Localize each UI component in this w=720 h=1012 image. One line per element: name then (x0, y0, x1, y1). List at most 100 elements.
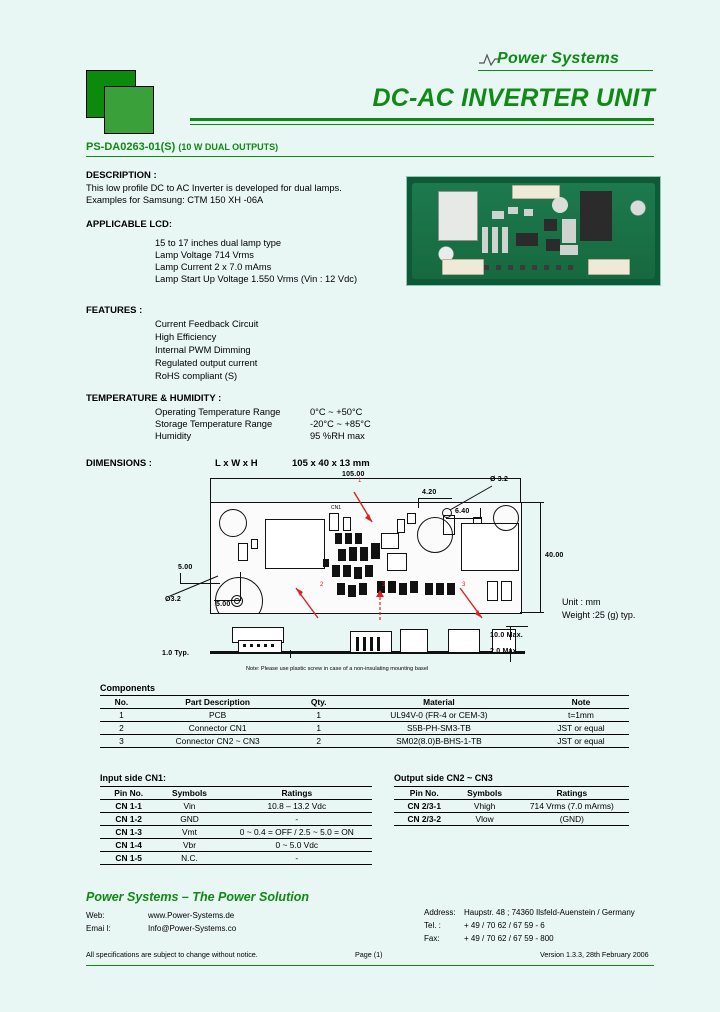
footer-version: Version 1.3.3, 28th February 2006 (540, 950, 649, 959)
cell-note: JST or equal (532, 721, 629, 735)
dimensions-heading: DIMENSIONS : (86, 458, 152, 469)
col-material: Material (344, 695, 533, 709)
cell-material: SM02(8.0)B-BHS-1-TB (344, 734, 533, 748)
col-pin-no: Pin No. (100, 786, 158, 800)
dimension-note: Note: Please use plastic screw in case o… (246, 666, 429, 672)
cell-pin: CN 1-1 (100, 799, 158, 813)
title-rule-thick (190, 118, 654, 121)
table-header-row: No. Part Description Qty. Material Note (100, 695, 629, 709)
cell-pin: CN 1-4 (100, 838, 158, 852)
cell-symbol: Vhigh (454, 799, 515, 813)
temperature-row-1-value: -20°C ~ +85°C (310, 419, 371, 429)
cell-part: Connector CN2 ~ CN3 (142, 734, 293, 748)
dim-width: 40.00 (545, 552, 564, 559)
temperature-row-2-label: Humidity (155, 431, 192, 441)
cell-rating: (GND) (514, 812, 629, 826)
applicable-lcd-heading: APPLICABLE LCD: (86, 219, 173, 230)
table-row: CN 1-3 Vmt 0 ~ 0.4 = OFF / 2.5 ~ 5.0 = O… (100, 825, 372, 839)
footer-web-value[interactable]: www.Power-Systems.de (148, 911, 235, 920)
cell-qty: 1 (292, 708, 345, 722)
cell-pin: CN 2/3-2 (394, 812, 455, 826)
cell-symbol: Vin (157, 799, 222, 813)
features-item-3: Regulated output current (155, 358, 258, 368)
features-item-0: Current Feedback Circuit (155, 319, 259, 329)
components-table: No. Part Description Qty. Material Note … (100, 695, 629, 748)
cell-note: JST or equal (532, 734, 629, 748)
footer-title: Power Systems – The Power Solution (86, 890, 309, 904)
temperature-row-0-label: Operating Temperature Range (155, 407, 281, 417)
cell-symbol: N.C. (157, 851, 222, 865)
table-row: 1 PCB 1 UL94V-0 (FR-4 or CEM-3) t=1mm (100, 708, 629, 722)
cell-part: PCB (142, 708, 293, 722)
footer-fax-label: Fax: (424, 934, 440, 943)
dim-hole-diameter-top: Ø 3.2 (490, 476, 509, 483)
temperature-row-1-label: Storage Temperature Range (155, 419, 273, 429)
footer-email-label: Emai l: (86, 924, 111, 933)
cell-qty: 1 (292, 721, 345, 735)
cell-pin: CN 2/3-1 (394, 799, 455, 813)
cell-symbol: Vbr (157, 838, 222, 852)
part-number-rule (86, 156, 654, 157)
cell-no: 1 (100, 708, 143, 722)
title-rule-thin (190, 124, 654, 125)
col-no: No. (100, 695, 143, 709)
board-side-view (210, 627, 525, 657)
table-row: 3 Connector CN2 ~ CN3 2 SM02(8.0)B-BHS-1… (100, 734, 629, 748)
output-table-caption: Output side CN2 ~ CN3 (394, 773, 493, 783)
dim-5-00-a: 5.00 (178, 564, 193, 571)
table-row: 2 Connector CN1 1 S5B-PH-SM3-TB JST or e… (100, 721, 629, 735)
cell-qty: 2 (292, 734, 345, 748)
features-item-4: RoHS compliant (S) (155, 371, 238, 381)
footer-email-value[interactable]: Info@Power-Systems.co (148, 924, 237, 933)
cell-rating: - (221, 812, 372, 826)
footer-fax-value: + 49 / 70 62 / 67 59 - 800 (464, 934, 554, 943)
logo-square-light (104, 86, 154, 134)
cell-material: S5B-PH-SM3-TB (344, 721, 533, 735)
cell-rating: 0 ~ 0.4 = OFF / 2.5 ~ 5.0 = ON (221, 825, 372, 839)
weight-label: Weight :25 (g) typ. (562, 610, 636, 620)
cell-rating: 714 Vrms (7.0 mArms) (514, 799, 629, 813)
footer-address-label: Address: (424, 908, 456, 917)
features-heading: FEATURES : (86, 305, 143, 316)
dim-length: 105.00 (342, 471, 365, 478)
applicable-lcd-item-1: Lamp Voltage 714 Vrms (155, 250, 254, 260)
dim-5-00-b: 5.00 (216, 601, 231, 608)
brand-logo-text: Power Systems (497, 50, 620, 67)
col-symbols: Symbols (454, 786, 515, 800)
footer-address-value: Haupstr. 48 ; 74360 Ilsfeld-Auenstein / … (464, 908, 635, 917)
description-heading: DESCRIPTION : (86, 170, 157, 181)
part-number-main: PS-DA0263-01(S) (86, 141, 176, 153)
cell-symbol: Vmt (157, 825, 222, 839)
features-item-1: High Efficiency (155, 332, 217, 342)
cell-pin: CN 1-3 (100, 825, 158, 839)
footer-tel-value: + 49 / 70 62 / 67 59 - 6 (464, 921, 545, 930)
cell-no: 3 (100, 734, 143, 748)
col-note: Note (532, 695, 629, 709)
part-number: PS-DA0263-01(S) (10 W DUAL OUTPUTS) (86, 141, 278, 153)
brand-underline (478, 70, 653, 71)
leader-line-hole (449, 485, 493, 511)
cell-rating: 0 ~ 5.0 Vdc (221, 838, 372, 852)
unit-label: Unit : mm (562, 597, 601, 607)
cell-part: Connector CN1 (142, 721, 293, 735)
col-ratings: Ratings (221, 786, 372, 800)
part-number-suffix: (10 W DUAL OUTPUTS) (178, 142, 279, 152)
table-row: CN 1-2 GND - (100, 812, 372, 826)
product-photo (406, 176, 661, 286)
dim-6-40: 6.40 (455, 508, 470, 515)
cell-pin: CN 1-5 (100, 851, 158, 865)
description-line-1: This low profile DC to AC Inverter is de… (86, 183, 342, 193)
col-ratings: Ratings (514, 786, 629, 800)
features-item-2: Internal PWM Dimming (155, 345, 251, 355)
cell-material: UL94V-0 (FR-4 or CEM-3) (344, 708, 533, 722)
temperature-row-2-value: 95 %RH max (310, 431, 365, 441)
cell-pin: CN 1-2 (100, 812, 158, 826)
footer-rule (86, 965, 654, 966)
footer-tel-label: Tel. : (424, 921, 441, 930)
cell-note: t=1mm (532, 708, 629, 722)
col-symbols: Symbols (157, 786, 222, 800)
dim-hole-diameter-left: Ø3.2 (165, 596, 181, 603)
dim-4-20: 4.20 (422, 489, 437, 496)
dimensions-lwh-label: L x W x H (215, 458, 258, 469)
